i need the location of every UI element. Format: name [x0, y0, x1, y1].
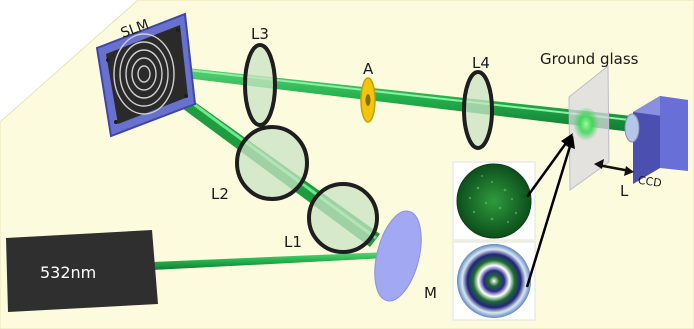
- aperture-label: A: [363, 60, 374, 78]
- aperture-hole: [365, 94, 371, 106]
- slm-device: [95, 12, 197, 138]
- ccd-lens: [624, 113, 640, 143]
- laser-source: [6, 230, 158, 312]
- slm-pattern: [113, 33, 175, 115]
- ground-glass-spot: [573, 107, 599, 141]
- slm-screw-tr: [176, 28, 180, 32]
- lens-l4: [462, 70, 494, 150]
- ccd-label: CCD: [637, 174, 662, 190]
- lens-l3-label: L3: [251, 25, 269, 43]
- inset-pointer-arrows: [525, 133, 575, 288]
- mirror-m: [374, 210, 422, 302]
- lens-l2-label: L2: [211, 185, 229, 203]
- slm-screw-bl: [114, 120, 118, 124]
- lens-l4-label: L4: [472, 54, 490, 72]
- beam-laser-to-mirror: [152, 252, 388, 270]
- lens-l3: [243, 43, 277, 127]
- distance-label: L: [620, 182, 629, 200]
- ccd-camera: [624, 96, 688, 184]
- lens-l2: [235, 125, 309, 201]
- ccd-side: [633, 96, 660, 184]
- slm-screw-tl: [106, 58, 110, 62]
- mirror-label: M: [424, 284, 437, 302]
- ccd-front: [660, 96, 688, 171]
- lens-l1-label: L1: [284, 233, 302, 251]
- distance-arrow-l: [594, 159, 634, 176]
- ground-glass-label: Ground glass: [540, 50, 639, 68]
- laser-label: 532nm: [40, 263, 96, 282]
- slm-screw-br: [184, 94, 188, 98]
- lens-l1: [307, 182, 379, 254]
- beam-slm-to-ccd-highlight: [151, 65, 631, 121]
- inset-speckle: [452, 161, 536, 241]
- inset-fringes: [452, 241, 536, 321]
